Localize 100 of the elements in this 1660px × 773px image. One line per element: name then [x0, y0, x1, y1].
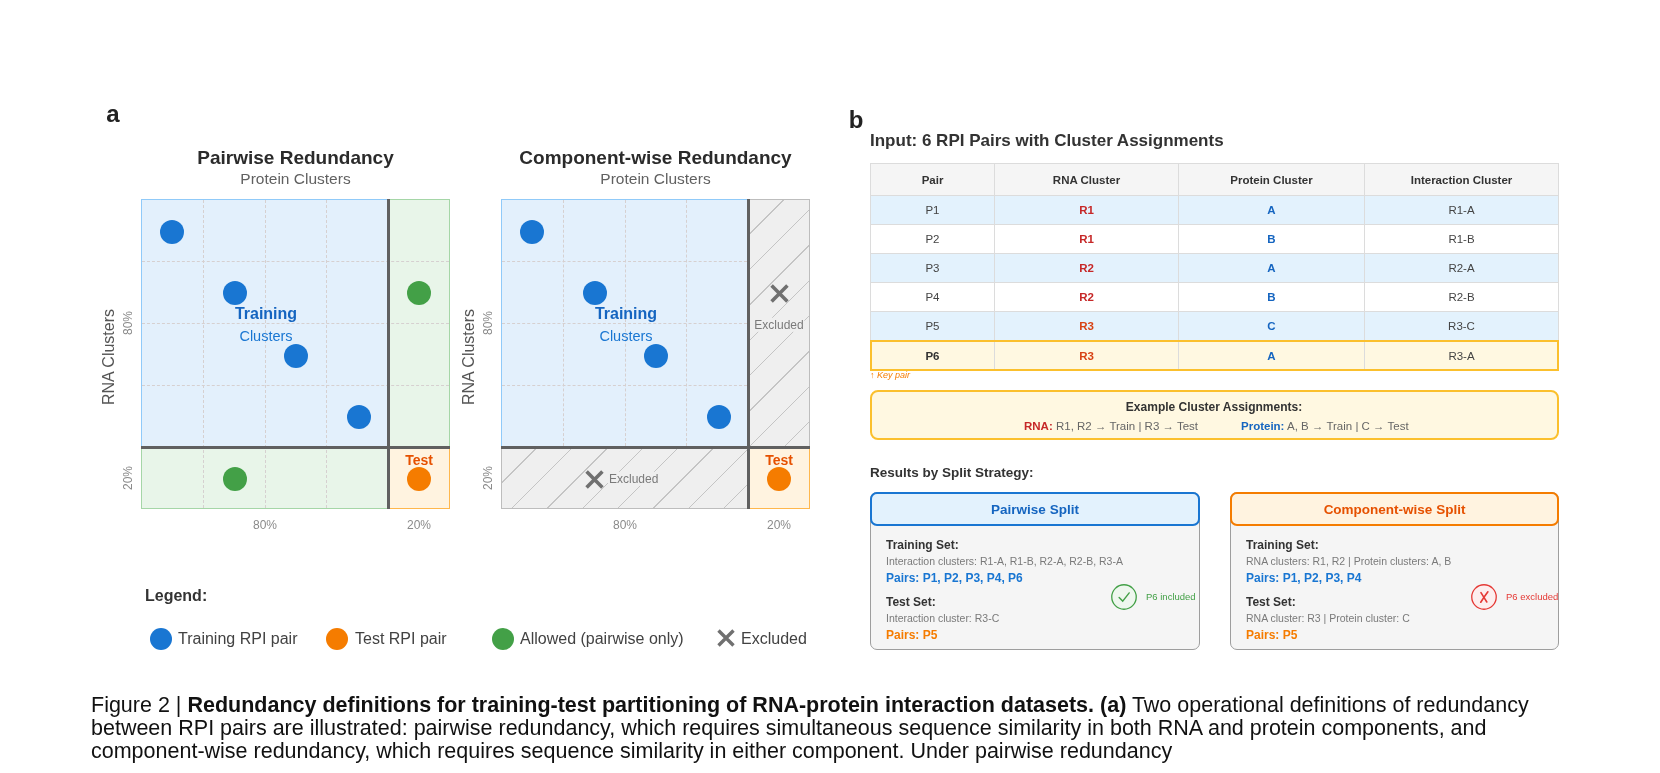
column-header: RNA Cluster — [995, 164, 1179, 196]
panel-title: Pairwise Redundancy — [197, 146, 394, 170]
training-region — [141, 199, 388, 447]
set-heading: Test Set: — [1246, 595, 1296, 610]
axis-title: RNA Clusters — [459, 309, 479, 405]
set-heading: Training Set: — [1246, 538, 1319, 553]
table-cell: R3 — [995, 312, 1179, 341]
legend-label: Allowed (pairwise only) — [520, 629, 684, 649]
tick-label: 80% — [253, 517, 277, 533]
dot-icon — [767, 467, 791, 491]
pair-list: Pairs: P1, P2, P3, P4 — [1246, 571, 1362, 586]
section-heading: Input: 6 RPI Pairs with Cluster Assignments — [870, 130, 1224, 152]
card-header: Component-wise Split — [1230, 492, 1559, 526]
dot-icon — [347, 405, 371, 429]
region-label: Clusters — [239, 328, 293, 346]
table-cell: R2-A — [1365, 254, 1558, 283]
axis-title: Protein Clusters — [240, 169, 351, 189]
table-cell: R1-A — [1365, 196, 1558, 225]
allowed-region — [388, 199, 450, 447]
region-label: Training — [234, 304, 298, 324]
table-cell: P2 — [871, 225, 995, 254]
tick-label: 80% — [613, 517, 637, 533]
dot-icon — [407, 467, 431, 491]
table-cell: B — [1179, 283, 1365, 312]
table-cell: R2 — [995, 254, 1179, 283]
table-cell: P1 — [871, 196, 995, 225]
table-note: ↑ Key pair — [870, 369, 911, 381]
tick-label: 80% — [480, 311, 496, 335]
set-heading: Test Set: — [886, 595, 936, 610]
pair-list: Pairs: P1, P2, P3, P4, P6 — [886, 571, 1023, 586]
table-cell: R3 — [995, 341, 1179, 370]
set-detail: Interaction cluster: R3-C — [886, 612, 1000, 625]
table-cell: A — [1179, 254, 1365, 283]
region-label: Excluded — [753, 317, 805, 333]
dot-icon — [583, 281, 607, 305]
table-cell: A — [1179, 196, 1365, 225]
table-cell: B — [1179, 225, 1365, 254]
panel-letter: a — [106, 99, 120, 129]
tick-label: 80% — [120, 311, 136, 335]
dot-icon — [223, 281, 247, 305]
table-cell: P3 — [871, 254, 995, 283]
dot-icon — [407, 281, 431, 305]
table-cell: R1 — [995, 225, 1179, 254]
set-detail: RNA clusters: R1, R2 | Protein clusters: A, B — [1246, 555, 1452, 568]
section-heading: Results by Split Strategy: — [870, 464, 1034, 482]
legend-title: Legend: — [145, 586, 208, 606]
hatched-region — [501, 447, 748, 509]
region-label: Test — [405, 451, 433, 469]
info-box — [870, 390, 1559, 440]
table-cell: R3-C — [1365, 312, 1558, 341]
pair-list: Pairs: P5 — [886, 628, 938, 643]
table-cell: P6 — [871, 341, 995, 370]
training-region — [501, 199, 748, 447]
column-header: Protein Cluster — [1179, 164, 1365, 196]
table-cell: C — [1179, 312, 1365, 341]
region-label: Clusters — [599, 328, 653, 346]
axis-title: Protein Clusters — [600, 169, 711, 189]
legend-label: Training RPI pair — [178, 629, 298, 649]
hatched-region — [748, 199, 810, 447]
dot-icon — [520, 220, 544, 244]
dot-icon — [160, 220, 184, 244]
status-note: P6 included — [1146, 591, 1196, 603]
dot-icon — [644, 344, 668, 368]
table-cell: A — [1179, 341, 1365, 370]
column-header: Pair — [871, 164, 995, 196]
column-header: Interaction Cluster — [1365, 164, 1558, 196]
set-heading: Training Set: — [886, 538, 959, 553]
tick-label: 20% — [407, 517, 431, 533]
table-cell: P5 — [871, 312, 995, 341]
pair-list: Pairs: P5 — [1246, 628, 1298, 643]
status-note: P6 excluded — [1506, 591, 1559, 603]
region-label: Training — [594, 304, 658, 324]
dot-icon — [284, 344, 308, 368]
dot-icon — [707, 405, 731, 429]
assignment-text: Protein: A, B → Train | C → Test — [1241, 420, 1409, 434]
box-title: Example Cluster Assignments: — [1125, 399, 1303, 415]
set-detail: Interaction clusters: R1-A, R1-B, R2-A, R2-B, R3-A — [886, 555, 1123, 568]
set-detail: RNA cluster: R3 | Protein cluster: C — [1246, 612, 1410, 625]
result-card — [870, 492, 1200, 650]
axis-title: RNA Clusters — [99, 309, 119, 405]
card-header: Pairwise Split — [870, 492, 1200, 526]
region-label: Test — [765, 451, 793, 469]
dot-icon — [223, 467, 247, 491]
panel-letter: b — [848, 105, 864, 135]
table-cell: R1 — [995, 196, 1179, 225]
legend-label: Test RPI pair — [355, 629, 447, 649]
tick-label: 20% — [120, 466, 136, 490]
tick-label: 20% — [767, 517, 791, 533]
region-label: Excluded — [608, 471, 660, 487]
result-card — [1230, 492, 1559, 650]
table-cell: P4 — [871, 283, 995, 312]
table-cell: R2 — [995, 283, 1179, 312]
legend-label: Excluded — [741, 629, 807, 649]
test-region — [748, 447, 810, 509]
allowed-region — [141, 447, 388, 509]
tick-label: 20% — [480, 466, 496, 490]
figure-caption: Figure 2 | Redundancy definitions for training-test partitioning of RNA-protein interaction datasets. (a) Two operational definitions of redundancy between RPI pairs are illustrated: pairwise redundancy, which requires simultaneous sequence similarity in both RNA and protein components, and component-wise redundancy, which requires sequence similarity in either component. Under pairwise redundancy — [91, 694, 1530, 763]
panel-title: Component-wise Redundancy — [519, 146, 792, 170]
assignment-text: RNA: R1, R2 → Train | R3 → Test — [1024, 420, 1199, 434]
table-cell: R3-A — [1365, 341, 1558, 370]
